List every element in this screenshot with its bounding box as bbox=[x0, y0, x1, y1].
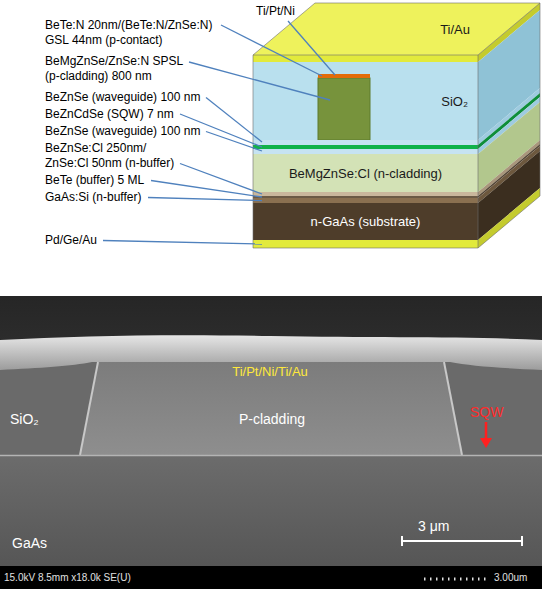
image-label: Ti/Pt/Ni/Ti/Au bbox=[232, 364, 308, 380]
layer-name: Ti/Au bbox=[440, 22, 470, 37]
sem-sqw-line bbox=[0, 455, 542, 457]
layer-label: GaAs:Si (n-buffer) bbox=[45, 190, 141, 205]
sem-micrograph bbox=[0, 296, 542, 589]
layer-band: BeMgZnSe:Cl (n-cladding) bbox=[253, 154, 478, 192]
sem-info-text: 3.00um bbox=[494, 571, 527, 584]
sem-sio2-region bbox=[0, 356, 542, 456]
substrate-front bbox=[253, 203, 478, 240]
layer-label: BeZnSe (waveguide) 100 nm bbox=[45, 90, 200, 105]
sqw-arrowhead bbox=[480, 438, 492, 448]
layer-label: BeZnCdSe (SQW) 7 nm bbox=[45, 107, 174, 122]
leader-line bbox=[151, 181, 262, 198]
block-outline bbox=[478, 55, 479, 248]
waveguide-layer bbox=[253, 149, 478, 154]
info-scale-ticks bbox=[424, 578, 488, 581]
image-label: GaAs bbox=[12, 534, 47, 552]
image-label: SiO₂ bbox=[10, 410, 39, 428]
sem-mesa-edge bbox=[444, 362, 462, 455]
waveguide-layer bbox=[253, 140, 478, 145]
leader-line bbox=[180, 164, 262, 195]
scale-bar-tick bbox=[401, 536, 403, 546]
sem-mesa-edge bbox=[80, 362, 98, 455]
layer-label: BeMgZnSe/ZnSe:N SPSL (p-cladding) 800 nm bbox=[45, 54, 186, 84]
sqw-layer bbox=[253, 145, 478, 149]
bete-buffer-layer bbox=[253, 196, 478, 198]
sem-info-bar bbox=[0, 566, 542, 589]
leader-line bbox=[206, 132, 262, 152]
layer-name: BeMgZnSe:Cl (n-cladding) bbox=[289, 166, 442, 181]
leader-line bbox=[103, 241, 262, 245]
block-outline bbox=[253, 3, 540, 248]
scale-bar bbox=[402, 540, 522, 542]
sem-background bbox=[0, 296, 542, 566]
gaas-si-buffer-layer bbox=[253, 198, 478, 203]
back-contact-side bbox=[478, 188, 540, 248]
back-contact-front bbox=[253, 240, 478, 248]
layer-band: Ti/Au bbox=[253, 3, 540, 55]
layer-band: n-GaAs (substrate) bbox=[253, 203, 478, 240]
leader-line bbox=[221, 25, 322, 76]
p-cladding-mesa bbox=[318, 78, 370, 140]
layer-stack bbox=[253, 3, 540, 248]
scale-bar-tick bbox=[521, 536, 523, 546]
substrate-side bbox=[478, 151, 540, 240]
layer-name: n-GaAs (substrate) bbox=[311, 214, 421, 229]
sqw-arrow bbox=[485, 422, 488, 439]
layer-label: Ti/Pt/Ni bbox=[256, 4, 295, 19]
layer-band: SiO₂ bbox=[253, 62, 478, 140]
sem-info-text: 15.0kV 8.5mm x18.0k SE(U) bbox=[4, 571, 131, 584]
leader-line bbox=[189, 62, 330, 100]
layer-name: SiO₂ bbox=[441, 94, 468, 109]
scale-label: 3 μm bbox=[418, 517, 449, 535]
n-buffer-layer bbox=[253, 192, 478, 196]
sem-gaas-region bbox=[0, 455, 542, 566]
sem-p-cladding bbox=[80, 362, 462, 455]
layer-label: BeTe (buffer) 5 ML bbox=[45, 173, 144, 188]
layer-label: BeZnSe:Cl 250nm/ ZnSe:Cl 50nm (n-buffer) bbox=[45, 141, 177, 171]
layer-label: Pd/Ge/Au bbox=[45, 233, 97, 248]
leader-line bbox=[288, 21, 335, 75]
n-cladding-front bbox=[253, 154, 478, 192]
layer-label: BeZnSe (waveguide) 100 nm bbox=[45, 124, 200, 139]
image-label: SQW bbox=[470, 403, 503, 421]
layer-label: BeTe:N 20nm/(BeTe:N/ZnSe:N) GSL 44nm (p-… bbox=[45, 18, 215, 48]
image-label: P-cladding bbox=[239, 410, 305, 428]
sio2-front bbox=[253, 62, 478, 140]
p-contact-stripe bbox=[318, 74, 370, 78]
leader-line bbox=[148, 198, 262, 201]
